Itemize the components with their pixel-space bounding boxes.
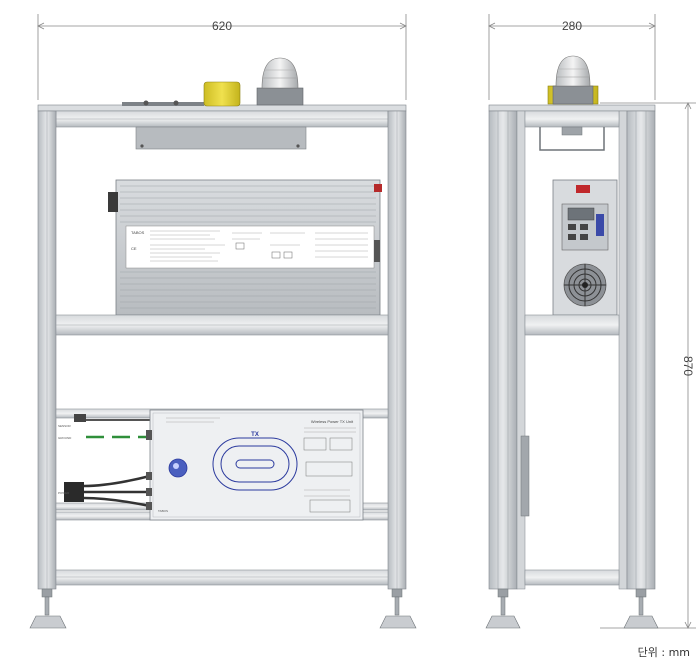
yellow-button [203,81,241,107]
port-power-label: POWER [58,491,70,495]
tx-brand: TABOS [158,509,168,513]
charger-ce-mark: CE [131,246,137,251]
top-bracket [122,102,204,106]
side-left-foot [485,588,521,629]
dimension-side-width [488,14,656,100]
front-view: TABOS CE [29,57,417,629]
side-charger [552,179,618,316]
bottom-rail [55,569,389,586]
power-plug-icon [64,482,84,502]
side-width-label: 280 [562,19,582,33]
charger-switch [374,184,382,192]
tx-title: Wireless Power TX Unit [311,419,354,424]
side-right-foot [623,588,659,629]
dimension-front-width [37,14,407,100]
cables [64,414,151,508]
charger-fins [120,185,376,309]
tx-coil-outer [212,437,298,491]
side-panel-bracket [520,435,530,517]
side-middle-shelf [524,314,620,336]
front-right-foot [379,588,417,629]
tx-coil-inner [235,459,275,469]
charger-side-connector [374,240,380,262]
port-ground-label: GROUND [58,436,72,440]
wireless-transmitter: TX Wireless Power TX Unit TABOS [146,409,364,521]
charger-brand: TABOS [131,230,145,235]
side-top-plate [488,104,656,112]
beacon-base [256,87,304,106]
front-left-foot [29,588,67,629]
front-width-label: 620 [212,19,232,33]
side-left-post [488,110,518,590]
side-beacon-light-icon [555,55,591,87]
side-view [485,55,659,629]
side-bottom-rail [524,569,620,586]
charger-label-panel [125,225,375,269]
side-top-crossbar [524,110,620,128]
height-label: 870 [681,356,695,376]
side-bracket [539,127,605,151]
beacon-light-icon [261,57,299,89]
port-sensor-label: SENSOR [58,424,72,428]
battery-charger: TABOS CE [108,179,382,316]
charger-connector [108,192,118,212]
tx-label: TX [251,432,259,438]
side-power-switch [576,185,590,193]
side-right-post [626,110,656,590]
under-top-box [135,126,307,150]
unit-label: 단위 : mm [637,646,690,659]
